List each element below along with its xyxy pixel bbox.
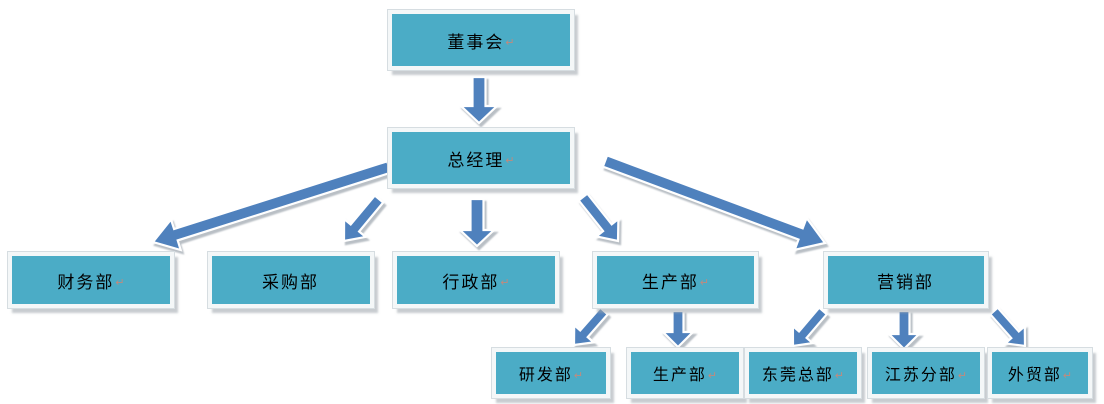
arrow-gm-to-production[interactable] [577,192,620,243]
node-rnd-label: 研发部 [518,367,573,384]
arrow-gm-to-marketing[interactable] [601,153,827,252]
node-marketing-label: 营销部 [877,272,934,292]
paragraph-return-icon: ↵ [957,369,968,382]
node-general-manager-label: 总经理 [447,150,505,170]
node-finance-label: 财务部 [57,272,115,292]
node-purchasing-label: 采购部 [262,272,319,292]
paragraph-return-icon: ↵ [500,276,510,289]
node-general-manager[interactable]: 总经理 ↵ [388,128,574,188]
node-production-sub-label: 生产部 [652,367,707,384]
paragraph-return-icon: ↵ [707,369,718,382]
node-dongguan-hq[interactable]: 东莞总部 ↵ [745,348,861,398]
arrow-production-to-rnd[interactable] [572,306,610,347]
paragraph-return-icon: ↵ [573,369,584,382]
node-admin[interactable]: 行政部 ↵ [393,252,559,308]
node-dongguan-hq-label: 东莞总部 [761,367,834,384]
paragraph-return-icon: ↵ [505,36,515,49]
node-board-label: 董事会 [447,32,505,52]
node-jiangsu-branch[interactable]: 江苏分部 ↵ [868,348,984,398]
node-production[interactable]: 生产部 ↵ [593,252,758,308]
arrow-gm-to-admin[interactable] [457,197,497,248]
arrow-marketing-to-dongguan[interactable] [791,306,829,348]
paragraph-return-icon: ↵ [699,276,710,289]
arrow-production-to-production-sub[interactable] [660,309,696,349]
paragraph-return-icon: ↵ [1062,369,1073,382]
node-marketing[interactable]: 营销部 [824,252,988,308]
node-finance[interactable]: 财务部 ↵ [8,252,174,308]
arrow-marketing-to-jiangsu[interactable] [886,309,922,351]
node-admin-label: 行政部 [442,272,500,292]
arrow-gm-to-purchasing[interactable] [342,193,385,243]
arrow-board-to-gm[interactable] [458,75,500,125]
node-jiangsu-branch-label: 江苏分部 [884,367,957,384]
arrow-marketing-to-trade[interactable] [988,306,1027,348]
node-rnd[interactable]: 研发部 ↵ [492,348,610,398]
arrow-gm-to-finance[interactable] [151,159,393,252]
node-foreign-trade[interactable]: 外贸部 ↵ [988,348,1092,398]
node-purchasing[interactable]: 采购部 [208,252,374,308]
node-foreign-trade-label: 外贸部 [1007,367,1062,384]
paragraph-return-icon: ↵ [834,369,845,382]
paragraph-return-icon: ↵ [505,154,515,167]
node-production-label: 生产部 [641,272,699,292]
node-board[interactable]: 董事会 ↵ [388,10,574,70]
paragraph-return-icon: ↵ [115,276,125,289]
node-production-sub[interactable]: 生产部 ↵ [627,348,743,398]
